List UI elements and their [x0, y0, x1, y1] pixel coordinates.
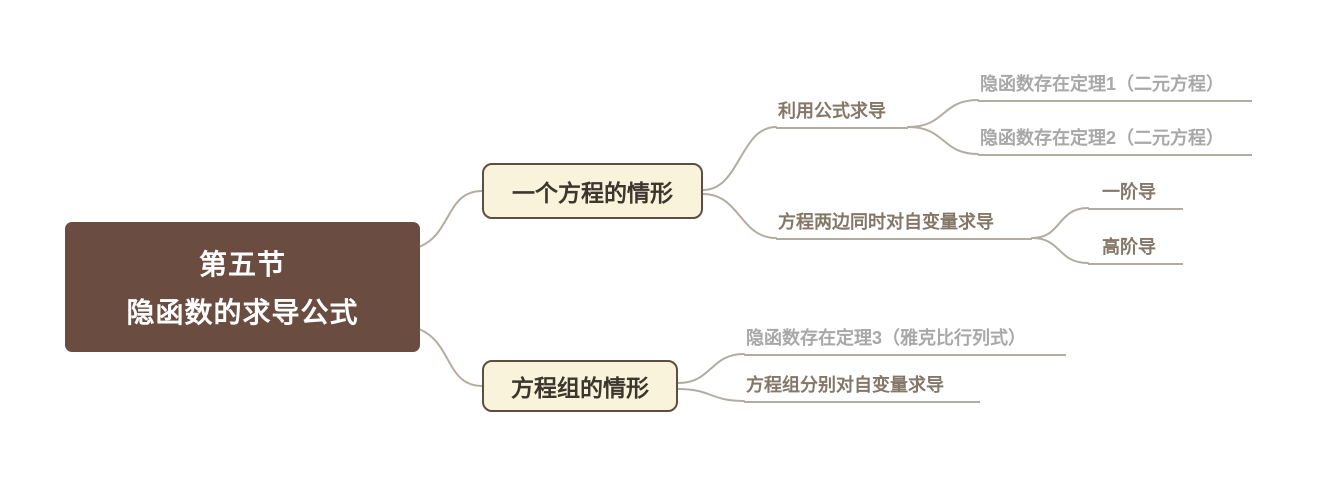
branch-topic-one-equation[interactable]: 一个方程的情形 [482, 163, 703, 219]
subtopic-formula-derivation[interactable]: 利用公式求导 [776, 100, 908, 129]
leaf-first-order-derivative[interactable]: 一阶导 [1088, 181, 1183, 210]
leaf-theorem2-label: 隐函数存在定理2（二元方程） [980, 128, 1225, 148]
edge-formula-to-theorem2 [907, 126, 979, 155]
leaf-implicit-theorem-2[interactable]: 隐函数存在定理2（二元方程） [978, 127, 1252, 156]
leaf-higher-order-label: 高阶导 [1102, 237, 1156, 257]
edge-branch-one-to-formula [702, 126, 777, 191]
leaf-implicit-theorem-1[interactable]: 隐函数存在定理1（二元方程） [978, 73, 1252, 102]
leaf-theorem3-label: 隐函数存在定理3（雅克比行列式） [746, 328, 1027, 348]
leaf-first-order-label: 一阶导 [1102, 182, 1156, 202]
edge-root-to-branch-system [418, 328, 483, 387]
branch-system-label: 方程组的情形 [511, 375, 649, 401]
root-topic[interactable]: 第五节 隐函数的求导公式 [65, 222, 420, 352]
subtopic-bothsides-label: 方程两边同时对自变量求导 [778, 212, 994, 232]
branch-topic-equation-system[interactable]: 方程组的情形 [482, 360, 678, 412]
edge-bothsides-to-first-order [1031, 207, 1089, 239]
leaf-system-differentiate-label: 方程组分别对自变量求导 [746, 375, 944, 395]
subtopic-differentiate-both-sides[interactable]: 方程两边同时对自变量求导 [776, 211, 1032, 240]
edge-branch-one-to-bothsides [702, 193, 777, 239]
root-title-line1: 第五节 [198, 249, 286, 280]
subtopic-formula-label: 利用公式求导 [778, 101, 886, 121]
edge-formula-to-theorem1 [907, 99, 979, 128]
edge-root-to-branch-one [418, 190, 483, 248]
branch-one-label: 一个方程的情形 [512, 180, 673, 206]
root-title-line2: 隐函数的求导公式 [126, 297, 359, 328]
edge-bothsides-to-higher-order [1031, 237, 1089, 264]
leaf-implicit-theorem-3[interactable]: 隐函数存在定理3（雅克比行列式） [744, 327, 1066, 356]
edge-branch-system-to-theorem3 [677, 353, 745, 384]
edge-branch-system-to-sysderive [677, 388, 745, 402]
leaf-theorem1-label: 隐函数存在定理1（二元方程） [980, 74, 1225, 94]
leaf-system-differentiate[interactable]: 方程组分别对自变量求导 [744, 374, 980, 403]
leaf-higher-order-derivative[interactable]: 高阶导 [1088, 236, 1183, 265]
